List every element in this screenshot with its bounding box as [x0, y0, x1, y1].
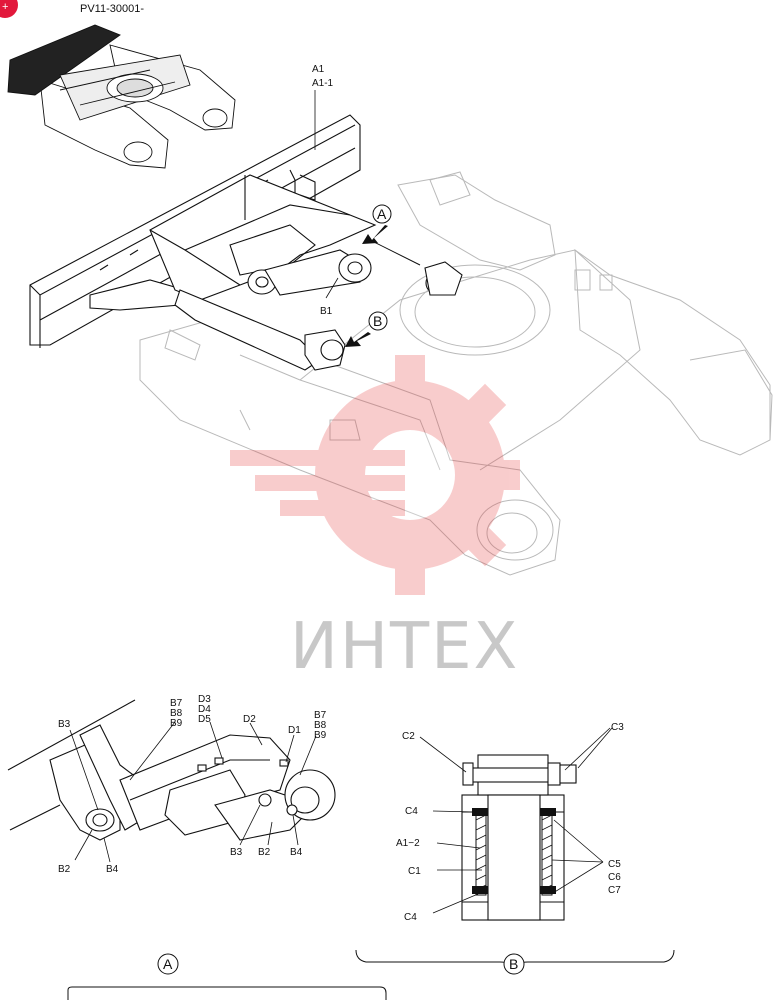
svg-text:B4: B4 [106, 864, 119, 875]
main-leaders [314, 90, 339, 299]
svg-text:C1: C1 [408, 866, 421, 877]
svg-text:B8: B8 [170, 708, 183, 719]
detail-a-leaders [69, 721, 317, 863]
svg-text:C3: C3 [611, 722, 624, 733]
svg-text:+: + [2, 1, 8, 13]
svg-text:B7: B7 [170, 698, 183, 709]
arrow-b-icon [345, 332, 371, 347]
svg-text:C2: C2 [402, 731, 415, 742]
detail-a-labels: B3 B2 B4 B7 B8 B9 D3 D4 D5 D2 D1 B7 B8 B… [58, 694, 327, 875]
part-code: PV11-30001- [80, 3, 144, 15]
view-marker-a [157, 953, 179, 975]
svg-text:B7: B7 [314, 710, 327, 721]
svg-text:B3: B3 [230, 847, 243, 858]
detail-b-drawing [461, 754, 577, 921]
svg-text:D4: D4 [198, 704, 211, 715]
gear-logo-icon [230, 355, 520, 595]
view-marker-b-top [368, 311, 388, 331]
svg-text:C6: C6 [608, 872, 621, 883]
svg-text:C4: C4 [404, 912, 417, 923]
svg-text:A1−2: A1−2 [396, 838, 420, 849]
arrow-a-icon [362, 225, 421, 266]
parts-badge-icon: + [0, 0, 18, 18]
svg-text:B2: B2 [258, 847, 271, 858]
svg-text:D3: D3 [198, 694, 211, 705]
view-marker-a-text: A [163, 956, 173, 972]
detail-b-leaders [419, 727, 613, 914]
view-marker-a-top [372, 204, 392, 224]
svg-text:B2: B2 [58, 864, 71, 875]
svg-text:B4: B4 [290, 847, 303, 858]
view-marker-b-text: B [509, 956, 518, 972]
view-marker-b [503, 953, 525, 975]
callout-a1-1: A1-1 [312, 78, 334, 89]
view-marker-a-label: A [377, 206, 387, 222]
detail-b-labels: C2 C3 C4 A1−2 C1 C4 C5 C6 C7 [396, 722, 624, 923]
overview-thumbnail [7, 24, 236, 169]
watermark-text: ИНТЕХ [290, 610, 519, 684]
track-frame-ghost [139, 171, 773, 576]
svg-text:D2: D2 [243, 714, 256, 725]
svg-text:B9: B9 [314, 730, 327, 741]
brace-a [67, 986, 387, 1000]
detail-a-drawing [7, 699, 336, 841]
svg-text:D1: D1 [288, 725, 301, 736]
svg-text:D5: D5 [198, 714, 211, 725]
view-marker-b-label: B [373, 313, 382, 329]
svg-text:C4: C4 [405, 806, 418, 817]
callout-b1: B1 [320, 306, 333, 317]
svg-text:B3: B3 [58, 719, 71, 730]
svg-text:C5: C5 [608, 859, 621, 870]
callout-a1: A1 [312, 64, 325, 75]
svg-text:B9: B9 [170, 718, 183, 729]
svg-text:C7: C7 [608, 885, 621, 896]
svg-text:B8: B8 [314, 720, 327, 731]
blade-arms [149, 174, 463, 371]
